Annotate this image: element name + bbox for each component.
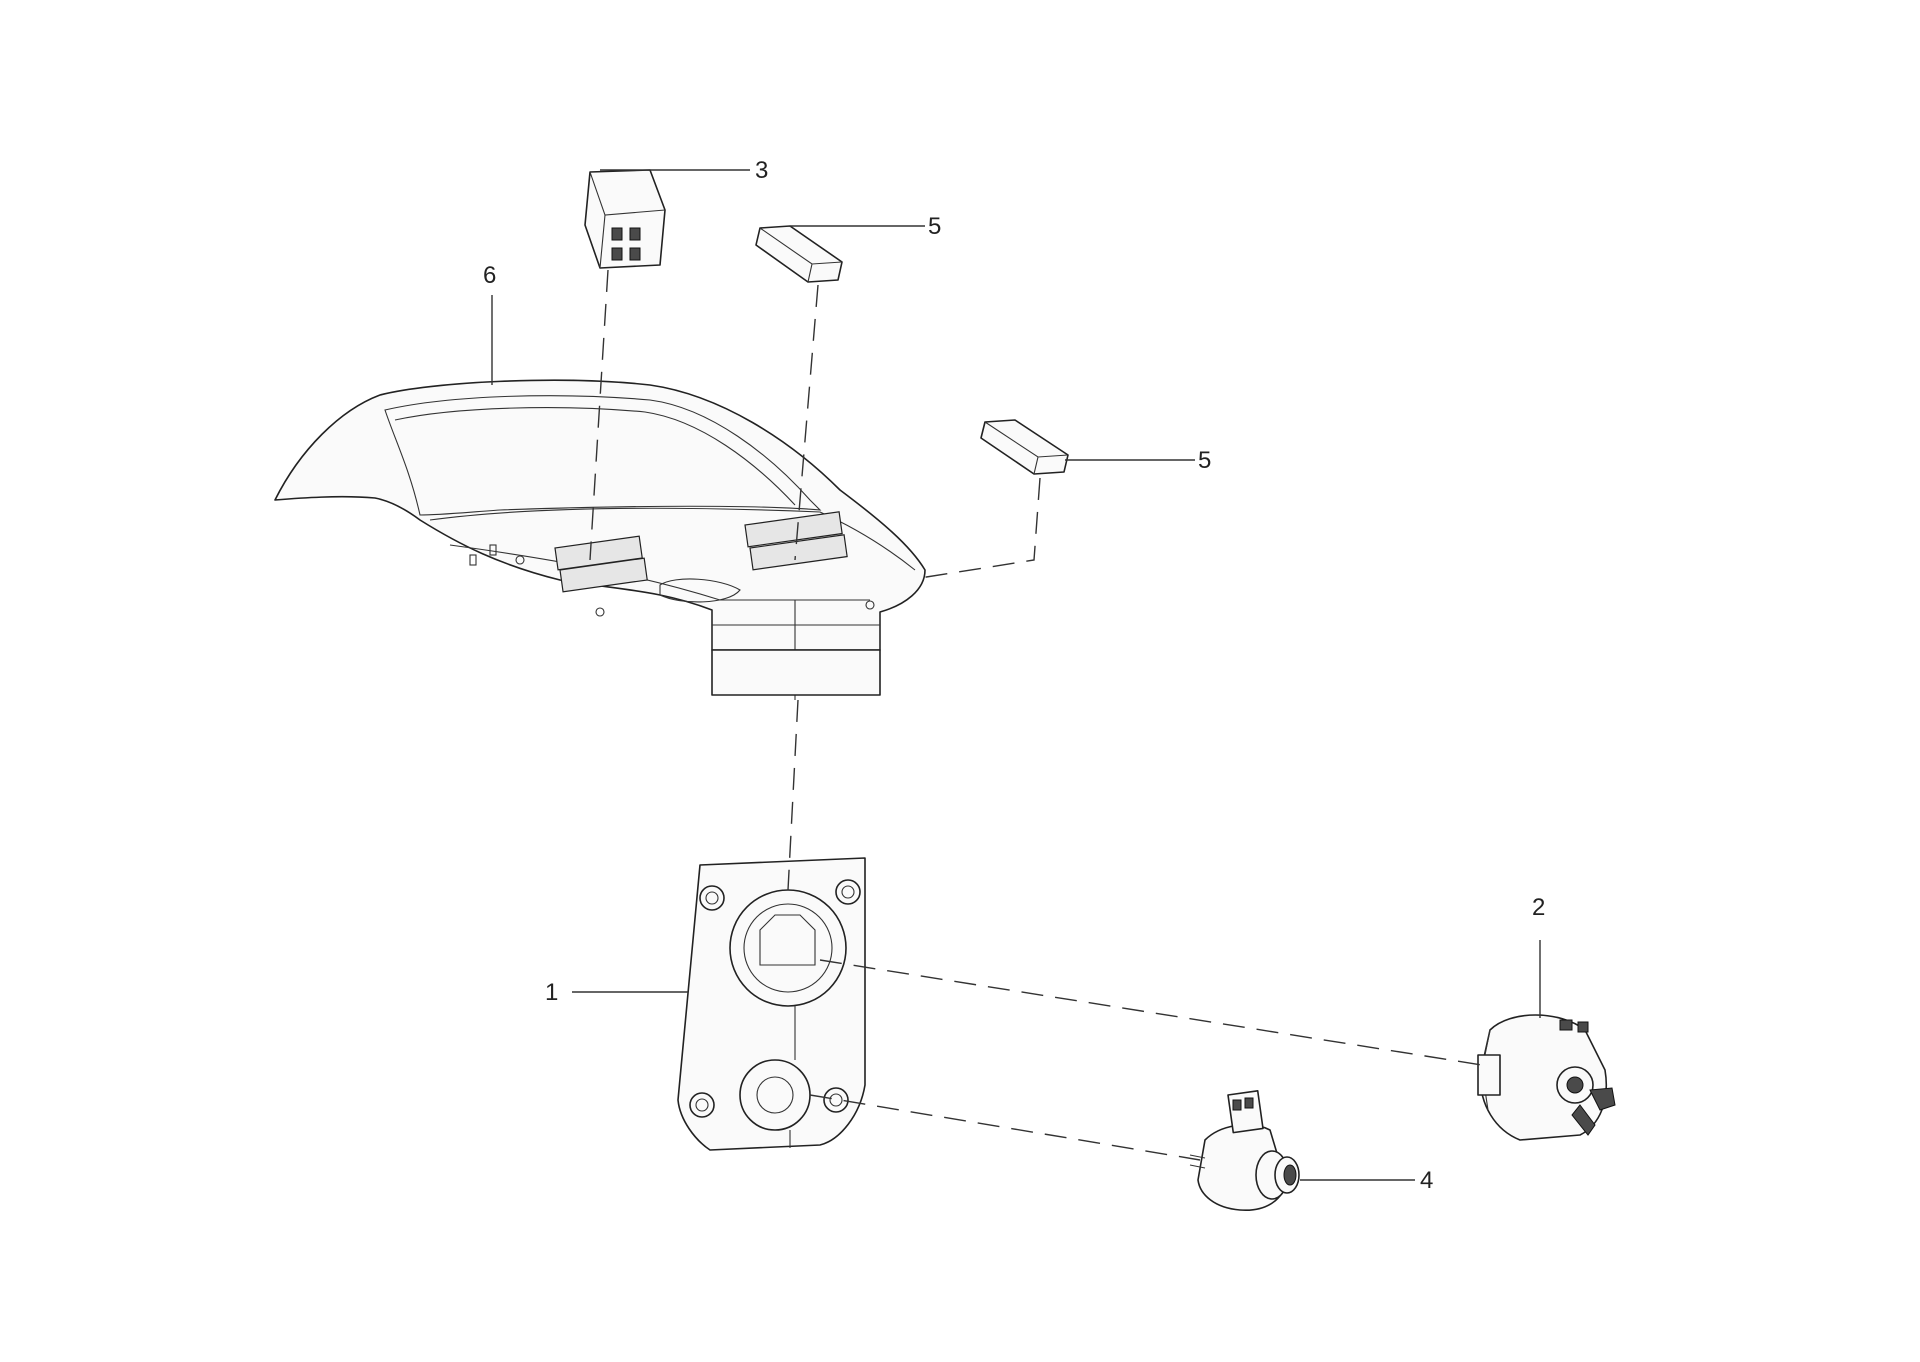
callout-2: 2 bbox=[1532, 894, 1545, 921]
callout-1: 1 bbox=[545, 979, 558, 1006]
assembly-lines bbox=[589, 269, 1483, 1161]
callout-6: 6 bbox=[483, 262, 496, 289]
callout-5-top: 5 bbox=[928, 213, 941, 240]
assembly-line-5a bbox=[794, 284, 819, 561]
assembly-line-4 bbox=[809, 1094, 1201, 1161]
assembly-line-3 bbox=[589, 269, 609, 561]
callout-4: 4 bbox=[1420, 1167, 1433, 1194]
assembly-line-2 bbox=[819, 959, 1483, 1066]
callout-5-right: 5 bbox=[1198, 447, 1211, 474]
part-3-rocker-switch bbox=[584, 169, 666, 269]
leader-lines bbox=[491, 169, 1541, 1181]
part-6-panel-bezel bbox=[274, 379, 926, 700]
part-5-blanking-plug-right bbox=[980, 419, 1069, 475]
part-2-ignition-switch bbox=[1477, 1014, 1616, 1141]
callout-3: 3 bbox=[755, 157, 768, 184]
assembly-line-5b bbox=[919, 477, 1041, 579]
part-5-blanking-plug-top bbox=[755, 225, 843, 283]
part-4-rotary-switch bbox=[1189, 1090, 1300, 1211]
part-1-mounting-plate bbox=[677, 857, 866, 1151]
callouts: 3 5 5 6 1 2 4 bbox=[483, 157, 1545, 1194]
